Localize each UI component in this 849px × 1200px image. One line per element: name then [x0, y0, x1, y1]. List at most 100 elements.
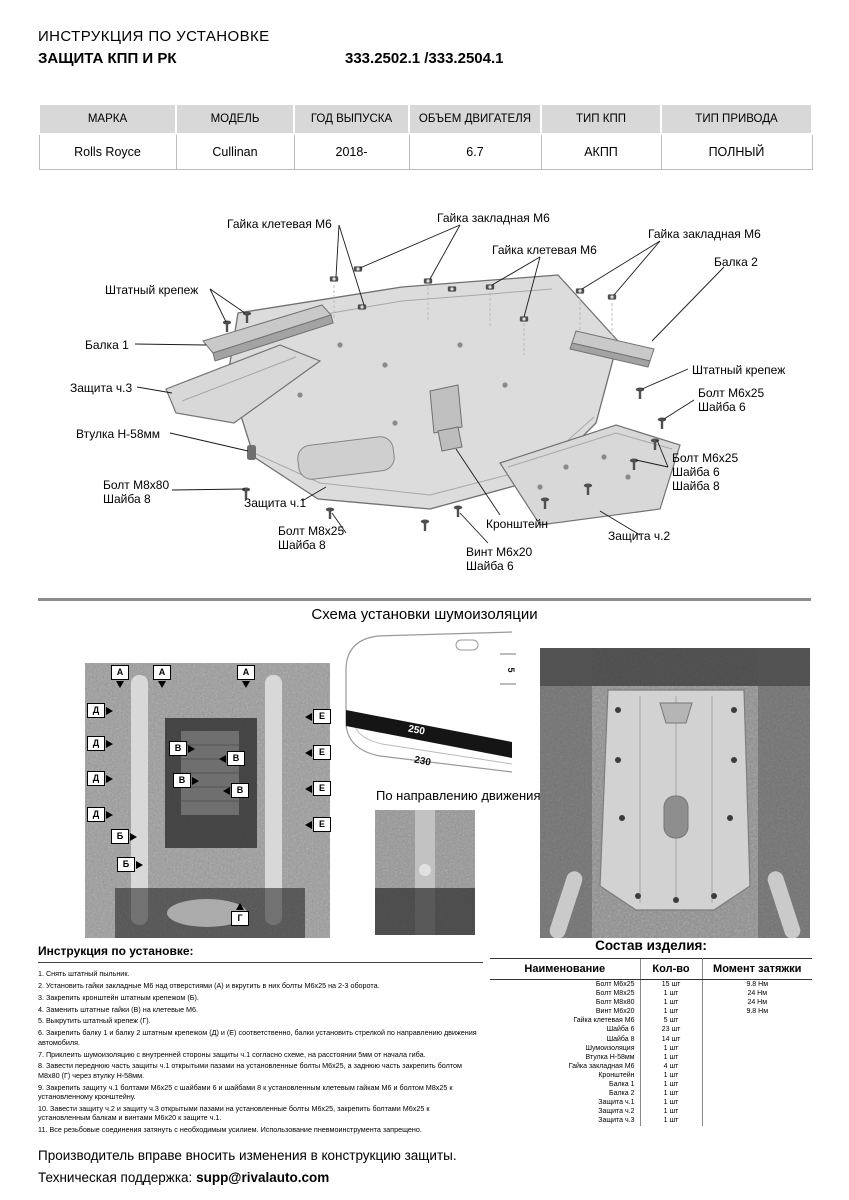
installation-instructions: Инструкция по установке: 1. Снять штатны…	[38, 944, 483, 1137]
part-name: Кронштейн	[598, 1071, 635, 1079]
spec-header: ТИП КПП	[540, 102, 662, 136]
diagram-label: Штатный крепеж	[692, 363, 786, 377]
instruction-step: 4. Заменить штатные гайки (В) на клетевы…	[38, 1004, 199, 1014]
photo-marker: А	[237, 665, 255, 688]
photo-marker: Д	[87, 807, 113, 822]
parts-row: Кронштейн 1 шт	[490, 1070, 812, 1081]
spec-data-row: Rolls Royce Cullinan 2018- 6.7 АКПП ПОЛН…	[38, 133, 813, 171]
part-name: Шайба 8	[606, 1035, 635, 1043]
part-torque: 24 Нм	[747, 990, 768, 998]
parts-header: Кол-во	[639, 958, 703, 980]
part-name: Защита ч.2	[598, 1108, 635, 1116]
diagram-label: Защита ч.1	[244, 496, 307, 510]
diagram-label: Гайка клетевая М6	[227, 217, 332, 231]
part-name: Шумоизоляция	[585, 1044, 635, 1052]
part-torque	[702, 1062, 812, 1071]
photo-marker: Е	[305, 745, 331, 760]
photo-marker: В	[173, 773, 199, 788]
diagram-label: Болт М8х80 Шайба 8	[103, 478, 170, 507]
spec-header: ГОД ВЫПУСКА	[293, 102, 410, 136]
diagram-label: Болт М8х25 Шайба 8	[278, 524, 345, 553]
part-name: Защита ч.1	[598, 1099, 635, 1107]
marker-arrow-icon	[188, 744, 195, 753]
document-header: ИНСТРУКЦИЯ ПО УСТАНОВКЕ ЗАЩИТА КПП И РК …	[38, 28, 503, 67]
diagram-label: Защита ч.2	[608, 529, 671, 543]
photo-marker: Д	[87, 703, 113, 718]
part-torque	[702, 1089, 812, 1098]
dim-250: 250	[407, 724, 426, 738]
parts-table: Наименование Кол-во Момент затяжки Болт …	[490, 958, 812, 1126]
marker-arrow-icon	[223, 786, 230, 795]
spec-value-brand: Rolls Royce	[38, 133, 177, 171]
part-torque	[702, 1116, 812, 1125]
part-name: Втулка Н-58мм	[585, 1053, 635, 1061]
parts-header: Наименование	[490, 958, 640, 980]
part-name: Балка 1	[608, 1081, 635, 1089]
diagram-label: Защита ч.3	[70, 381, 133, 395]
marker-arrow-icon	[106, 739, 113, 748]
spec-value-model: Cullinan	[175, 133, 295, 171]
part-name: Винт М6х20	[595, 1008, 635, 1016]
part-qty: 1 шт	[639, 998, 703, 1008]
dim-5: 5	[506, 667, 516, 672]
part-numbers: 333.2502.1 /333.2504.1	[345, 50, 504, 67]
soundproofing-title: Схема установки шумоизоляции	[311, 606, 538, 623]
part-qty: 4 шт	[639, 1061, 703, 1071]
part-qty: 1 шт	[639, 1070, 703, 1081]
diagram-label: Гайка закладная М6	[437, 211, 550, 225]
marker-arrow-icon	[136, 860, 143, 869]
bracket-shape	[437, 426, 463, 452]
marker-arrow-icon	[106, 810, 113, 819]
photo-marker: А	[153, 665, 171, 688]
instruction-step: 11. Все резьбовые соединения затянуть с …	[38, 1125, 422, 1135]
instruction-step: 7. Приклеить шумоизоляцию с внутренней с…	[38, 1049, 426, 1059]
soundproofing-scheme-drawing: 250 230 5	[345, 631, 516, 773]
part-torque	[702, 1025, 812, 1034]
part-name: Болт М8х25	[595, 990, 635, 998]
marker-arrow-icon	[305, 784, 312, 793]
instructions-title: Инструкция по установке:	[38, 944, 483, 963]
spec-value-gearbox: АКПП	[540, 133, 662, 171]
part-qty: 1 шт	[639, 1052, 703, 1062]
part-torque	[702, 1098, 812, 1107]
part-name: Болт М8х80	[595, 999, 635, 1007]
document-title: ИНСТРУКЦИЯ ПО УСТАНОВКЕ	[38, 28, 270, 45]
spec-header: ТИП ПРИВОДА	[660, 102, 813, 136]
part-qty: 15 шт	[639, 979, 703, 990]
parts-row: Гайка закладная М6 4 шт	[490, 1061, 812, 1071]
exploded-diagram-drawing	[134, 224, 725, 544]
beam2-shape	[569, 330, 655, 368]
parts-row: Втулка Н-58мм 1 шт	[490, 1052, 812, 1062]
support-label: Техническая поддержка:	[38, 1170, 193, 1185]
photo-marker: Е	[305, 781, 331, 796]
parts-title: Состав изделия:	[595, 938, 707, 953]
part-qty: 5 шт	[639, 1016, 703, 1026]
part-name: Гайка закладная М6	[568, 1062, 635, 1070]
part-qty: 1 шт	[639, 1043, 703, 1053]
photo-marker: Е	[305, 709, 331, 724]
spec-value-drive: ПОЛНЫЙ	[660, 133, 813, 171]
spec-value-engine: 6.7	[408, 133, 542, 171]
spec-header: ОБЪЕМ ДВИГАТЕЛЯ	[408, 102, 542, 136]
marker-arrow-icon	[305, 712, 312, 721]
diagram-label: Штатный крепеж	[105, 283, 199, 297]
underbody-photo-markers: А А А Д Д Д Д Е Е Е Е В В В В Б Б Г	[85, 663, 331, 938]
detail-photo	[375, 810, 475, 935]
instruction-step: 6. Закрепить балку 1 и балку 2 штатным к…	[38, 1028, 477, 1047]
part-torque	[702, 1107, 812, 1116]
spec-header: МОДЕЛЬ	[175, 102, 295, 136]
parts-header: Момент затяжки	[702, 958, 812, 980]
diagram-label: Болт М6х25 Шайба 6 Шайба 8	[672, 451, 739, 494]
bushing-shape	[247, 445, 256, 460]
plate-part3-shape	[165, 344, 322, 424]
photo-marker: В	[223, 783, 249, 798]
part-qty: 1 шт	[639, 1107, 703, 1117]
part-torque	[702, 1071, 812, 1080]
